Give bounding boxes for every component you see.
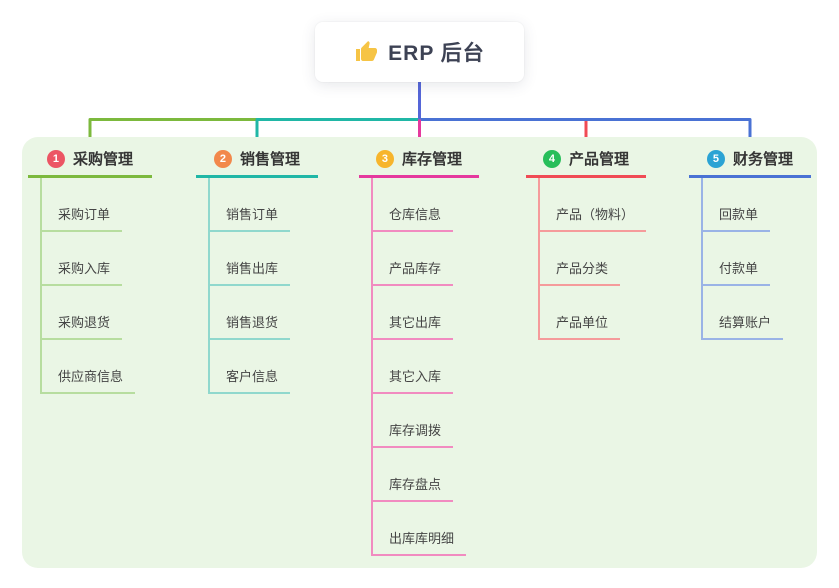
branch-sales-management: 2 销售管理 销售订单 销售出库 销售退货 客户信息 <box>196 145 318 394</box>
child-node[interactable]: 销售出库 <box>210 258 291 286</box>
child-node[interactable]: 采购入库 <box>42 258 123 286</box>
branch-label: 采购管理 <box>72 151 133 168</box>
thumbs-up-icon <box>356 41 378 61</box>
branch-number-badge: 3 <box>375 149 394 168</box>
child-row: 结算账户 <box>703 286 811 340</box>
branch-children: 仓库信息 产品库存 其它出库 其它入库 库存调拨 库存盘点 出库库明细 <box>371 178 479 556</box>
branch-number-badge: 1 <box>46 149 65 168</box>
branch-label: 库存管理 <box>401 151 462 168</box>
branch-header-finance[interactable]: 5 财务管理 <box>689 145 811 178</box>
child-row: 销售出库 <box>210 232 318 286</box>
branch-purchase-management: 1 采购管理 采购订单 采购入库 采购退货 供应商信息 <box>28 145 152 394</box>
branch-children: 销售订单 销售出库 销售退货 客户信息 <box>208 178 318 394</box>
branch-number-badge: 4 <box>542 149 561 168</box>
branch-product-management: 4 产品管理 产品（物料） 产品分类 产品单位 <box>526 145 647 340</box>
child-row: 产品单位 <box>540 286 646 340</box>
child-row: 销售订单 <box>210 178 318 232</box>
child-row: 产品（物料） <box>540 178 647 232</box>
branch-children: 产品（物料） 产品分类 产品单位 <box>538 178 647 340</box>
child-node[interactable]: 销售订单 <box>210 204 291 232</box>
child-node[interactable]: 客户信息 <box>210 366 291 394</box>
child-node[interactable]: 结算账户 <box>703 312 784 340</box>
child-node[interactable]: 出库库明细 <box>373 528 467 556</box>
branch-label: 销售管理 <box>239 151 300 168</box>
branch-finance-management: 5 财务管理 回款单 付款单 结算账户 <box>689 145 811 340</box>
child-row: 付款单 <box>703 232 811 286</box>
child-row: 产品库存 <box>373 232 479 286</box>
child-row: 采购入库 <box>42 232 152 286</box>
child-node[interactable]: 仓库信息 <box>373 204 454 232</box>
branch-children: 回款单 付款单 结算账户 <box>701 178 811 340</box>
child-row: 库存盘点 <box>373 448 479 502</box>
child-node[interactable]: 库存调拨 <box>373 420 454 448</box>
mindmap-panel <box>22 137 817 568</box>
child-node[interactable]: 销售退货 <box>210 312 291 340</box>
child-row: 采购退货 <box>42 286 152 340</box>
branch-header-inventory[interactable]: 3 库存管理 <box>359 145 479 178</box>
branch-children: 采购订单 采购入库 采购退货 供应商信息 <box>40 178 152 394</box>
child-row: 产品分类 <box>540 232 646 286</box>
branch-label: 产品管理 <box>568 151 629 168</box>
child-row: 出库库明细 <box>373 502 479 556</box>
child-row: 采购订单 <box>42 178 152 232</box>
root-node-title: ERP 后台 <box>388 42 485 65</box>
child-row: 销售退货 <box>210 286 318 340</box>
child-row: 回款单 <box>703 178 811 232</box>
branch-inventory-management: 3 库存管理 仓库信息 产品库存 其它出库 其它入库 库存调拨 库存盘点 出库库… <box>359 145 479 556</box>
child-node[interactable]: 产品库存 <box>373 258 454 286</box>
branch-header-purchase[interactable]: 1 采购管理 <box>28 145 152 178</box>
branch-header-product[interactable]: 4 产品管理 <box>526 145 646 178</box>
child-node[interactable]: 采购退货 <box>42 312 123 340</box>
child-row: 仓库信息 <box>373 178 479 232</box>
branch-number-badge: 2 <box>213 149 232 168</box>
child-row: 其它出库 <box>373 286 479 340</box>
child-node[interactable]: 库存盘点 <box>373 474 454 502</box>
child-row: 库存调拨 <box>373 394 479 448</box>
child-node[interactable]: 产品（物料） <box>540 204 647 232</box>
branch-header-sales[interactable]: 2 销售管理 <box>196 145 318 178</box>
child-node[interactable]: 付款单 <box>703 258 771 286</box>
child-node[interactable]: 采购订单 <box>42 204 123 232</box>
branch-label: 财务管理 <box>732 151 793 168</box>
child-node[interactable]: 其它入库 <box>373 366 454 394</box>
branch-number-badge: 5 <box>706 149 725 168</box>
child-node[interactable]: 产品单位 <box>540 312 621 340</box>
child-node[interactable]: 其它出库 <box>373 312 454 340</box>
child-node[interactable]: 供应商信息 <box>42 366 136 394</box>
child-row: 供应商信息 <box>42 340 152 394</box>
child-node[interactable]: 产品分类 <box>540 258 621 286</box>
root-node-erp[interactable]: ERP 后台 <box>315 22 524 82</box>
child-node[interactable]: 回款单 <box>703 204 771 232</box>
child-row: 其它入库 <box>373 340 479 394</box>
child-row: 客户信息 <box>210 340 318 394</box>
